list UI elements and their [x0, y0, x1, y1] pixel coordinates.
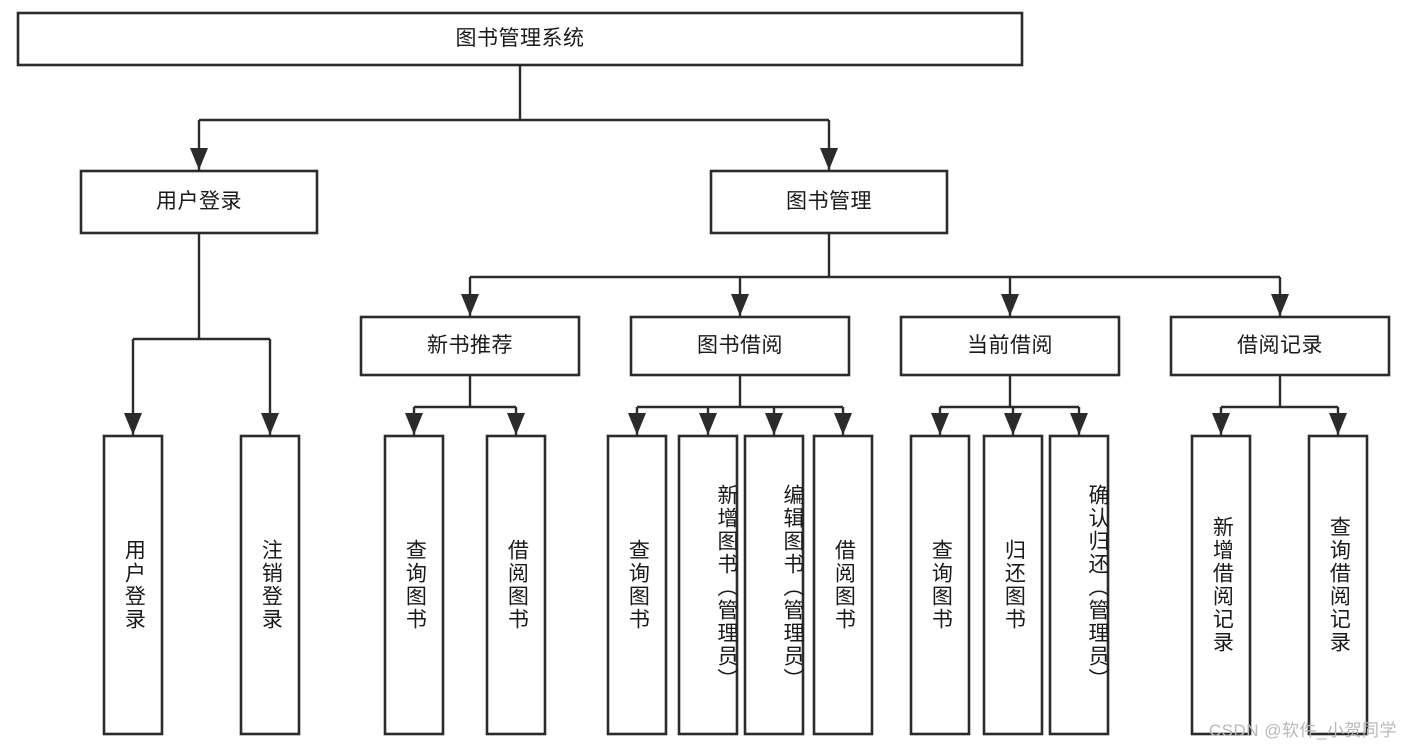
node-box-leaf-add-borrow-record[interactable]: [1190, 434, 1252, 736]
node-box-book-borrow[interactable]: [629, 315, 851, 377]
node-box-leaf-confirm-return-admin[interactable]: [1048, 434, 1110, 736]
arrow-head-icon-leaf-query-book-borrow: [628, 413, 646, 435]
boxes-layer: [16, 11, 1391, 736]
arrow-head-icon-leaf-user-login: [124, 413, 142, 435]
node-box-leaf-user-logout[interactable]: [239, 434, 301, 736]
arrow-head-icon-leaf-confirm-return-admin: [1070, 413, 1088, 435]
edges-layer: [124, 65, 1347, 435]
node-box-leaf-borrow-book[interactable]: [812, 434, 874, 736]
node-box-leaf-user-login[interactable]: [102, 434, 164, 736]
arrow-head-icon-leaf-return-book: [1004, 413, 1022, 435]
arrow-head-icon-leaf-borrow-book: [834, 413, 852, 435]
node-box-book-management[interactable]: [709, 169, 949, 235]
arrow-head-icon-leaf-add-book-admin: [699, 413, 717, 435]
arrow-head-icon-leaf-query-book-rec: [405, 413, 423, 435]
arrow-head-icon-leaf-query-borrow-record: [1329, 413, 1347, 435]
arrow-head-icon-new-book-recommend: [461, 294, 479, 316]
node-box-leaf-query-book-rec[interactable]: [383, 434, 445, 736]
arrow-head-icon-book-borrow: [731, 294, 749, 316]
arrow-head-icon-leaf-borrow-book-rec: [507, 413, 525, 435]
arrow-head-icon-leaf-add-borrow-record: [1212, 413, 1230, 435]
node-box-current-borrow[interactable]: [899, 315, 1121, 377]
node-box-leaf-return-book[interactable]: [982, 434, 1044, 736]
arrow-head-icon-leaf-user-logout: [261, 413, 279, 435]
node-box-leaf-query-borrow-record[interactable]: [1307, 434, 1369, 736]
arrow-head-icon-current-borrow: [1001, 294, 1019, 316]
node-box-leaf-edit-book-admin[interactable]: [743, 434, 805, 736]
node-box-leaf-add-book-admin[interactable]: [677, 434, 739, 736]
arrow-head-icon-book-management: [820, 148, 838, 170]
node-box-user-login[interactable]: [79, 169, 319, 235]
node-box-borrow-record[interactable]: [1169, 315, 1391, 377]
node-box-root[interactable]: [16, 11, 1024, 67]
arrow-head-icon-user-login: [190, 148, 208, 170]
node-box-leaf-query-book-borrow[interactable]: [606, 434, 668, 736]
arrow-head-icon-leaf-query-book-current: [931, 413, 949, 435]
node-box-leaf-query-book-current[interactable]: [909, 434, 971, 736]
node-box-new-book-recommend[interactable]: [359, 315, 581, 377]
arrow-head-icon-borrow-record: [1271, 294, 1289, 316]
node-box-leaf-borrow-book-rec[interactable]: [485, 434, 547, 736]
arrow-head-icon-leaf-edit-book-admin: [765, 413, 783, 435]
